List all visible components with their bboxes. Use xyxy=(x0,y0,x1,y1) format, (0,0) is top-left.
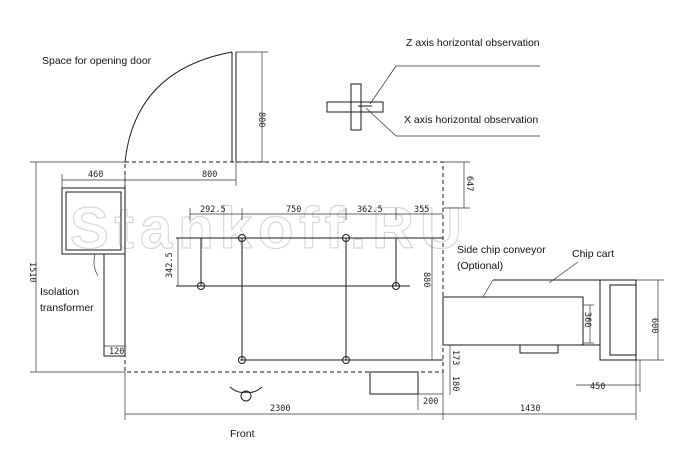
dim-1510: 1510 xyxy=(27,262,37,282)
dim-180: 180 xyxy=(450,376,460,391)
top-dimensions: 460 800 xyxy=(61,162,237,188)
side-chip-conveyor xyxy=(442,279,601,360)
isolation-label-line2: transformer xyxy=(40,302,94,314)
dim-800-top: 800 xyxy=(202,170,217,180)
dim-1430: 1430 xyxy=(520,404,540,414)
hole xyxy=(392,282,400,290)
dim-360: 360 xyxy=(582,312,592,327)
hole-dimensions: 292.5 750 362.5 355 xyxy=(189,205,443,220)
dim-362: 362.5 xyxy=(357,205,383,215)
door-swing: 800 xyxy=(124,51,268,163)
right-dimension-647: 647 xyxy=(443,161,474,209)
dim-342: 342.5 xyxy=(165,252,175,278)
hole xyxy=(342,234,350,242)
x-axis-label: X axis horizontal observation xyxy=(404,114,538,126)
observation-symbol xyxy=(326,65,540,137)
chip-cart: 360 600 xyxy=(548,261,664,361)
dim-173: 173 xyxy=(450,350,460,365)
bottom-dimensions: 2300 1430 xyxy=(124,360,637,420)
hole xyxy=(238,234,246,242)
lower-right-dimensions: 173 180 200 450 xyxy=(369,345,641,410)
chip-cart-label: Chip cart xyxy=(572,248,614,260)
door-space-label: Space for opening door xyxy=(42,55,152,67)
dim-120: 120 xyxy=(109,347,124,357)
isolation-label-line1: Isolation xyxy=(40,286,79,298)
dim-450: 450 xyxy=(590,382,605,392)
dim-2300: 2300 xyxy=(270,404,290,414)
operator-symbol xyxy=(229,386,263,402)
watermark: Stankoff.RU xyxy=(70,196,468,261)
left-dimension: 1510 xyxy=(27,161,125,373)
dim-460: 460 xyxy=(88,170,103,180)
dim-292: 292.5 xyxy=(200,205,226,215)
dim-647: 647 xyxy=(464,176,474,191)
dim-800-door: 800 xyxy=(256,112,266,127)
z-axis-label: Z axis horizontal observation xyxy=(406,37,540,49)
dim-600: 600 xyxy=(649,318,659,333)
side-chip-label-line1: Side chip conveyor xyxy=(457,244,546,256)
machine-outline xyxy=(124,161,444,373)
hole xyxy=(197,282,205,290)
dim-880: 880 xyxy=(421,272,431,287)
dim-200: 200 xyxy=(423,397,438,407)
foundation-holes: 342.5 880 xyxy=(165,234,443,364)
dim-120-group: 120 xyxy=(104,345,125,357)
dim-355: 355 xyxy=(414,205,429,215)
isolation-transformer xyxy=(61,187,126,357)
side-chip-label-line2: (Optional) xyxy=(457,260,503,272)
front-label: Front xyxy=(230,428,255,440)
dim-750: 750 xyxy=(286,205,301,215)
